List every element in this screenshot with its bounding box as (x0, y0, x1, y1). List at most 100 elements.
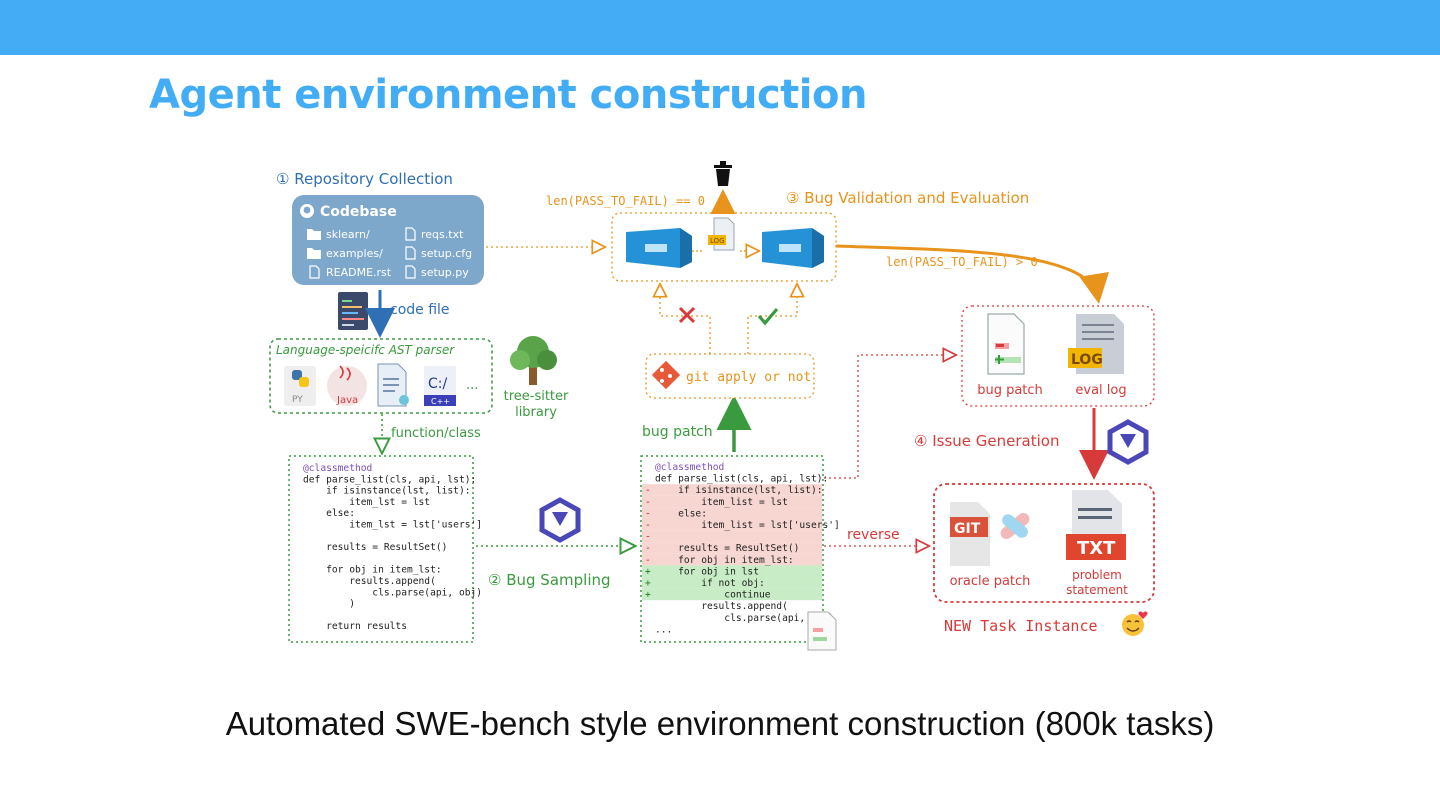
c-badge: C:/ (428, 376, 447, 392)
patch-to-outputs-arrow (824, 355, 955, 479)
code-line: cls.parse(api, obj) (655, 613, 834, 624)
tree-sitter-label: tree-sitter (504, 389, 569, 404)
diff-marker (645, 613, 651, 624)
git-apply-box (645, 353, 815, 399)
codebase-title: Codebase (320, 204, 397, 220)
diff-marker: - (645, 497, 651, 508)
eval-log-icon: LOG (1068, 314, 1124, 374)
step3-label: ③ Bug Validation and Evaluation (786, 189, 1029, 207)
diff-marker: + (645, 578, 651, 589)
github-icon (300, 204, 314, 218)
diff-marker (645, 624, 651, 635)
pass-condition: len(PASS_TO_FAIL) > 0 (886, 255, 1038, 269)
ast-parser-box (269, 338, 493, 414)
code-line: if not obj: (655, 578, 765, 589)
deleted-line-highlight (642, 530, 822, 543)
original-code-box (288, 455, 474, 643)
step4-label: ④ Issue Generation (914, 432, 1059, 450)
code-line: item_list = lst['users'] (655, 520, 840, 531)
tree-sitter-label: library (515, 405, 557, 420)
cross-icon (678, 306, 696, 324)
txt-badge: TXT (1077, 538, 1116, 559)
diff-marker: + (645, 566, 651, 577)
code-line: results.append( (303, 576, 436, 587)
llm-logo-icon (539, 497, 581, 543)
slide-title: Agent environment construction (149, 72, 867, 118)
file-icon (309, 227, 416, 279)
code-line: ... (655, 624, 672, 635)
check-icon (757, 307, 779, 326)
git-apply-label: git apply or not (686, 370, 811, 385)
code-line: return results (303, 621, 407, 632)
new-task-label: NEW Task Instance (944, 617, 1098, 635)
more-langs: ... (466, 378, 478, 393)
added-line-highlight (642, 577, 822, 589)
code-line: @classmethod (655, 462, 724, 473)
code-line: item_list = lst (655, 497, 788, 508)
java-badge: Java (336, 395, 358, 406)
oracle-patch-label: oracle patch (950, 574, 1031, 589)
code-line: for obj in lst (655, 566, 759, 577)
problem-statement-label: problem (1072, 568, 1122, 582)
diff-code: @classmethod def parse_list(cls, api, ls… (642, 462, 840, 635)
llm-logo-icon (1107, 419, 1149, 465)
code-line: @classmethod (303, 463, 372, 474)
code-file-icon (338, 292, 368, 330)
java-icon: Java (327, 365, 367, 406)
diff-marker (645, 462, 651, 473)
deleted-line-highlight (642, 553, 822, 566)
git-badge: GIT (954, 521, 981, 537)
fail-condition: len(PASS_TO_FAIL) == 0 (546, 194, 705, 208)
diff-marker: - (645, 520, 651, 531)
code-line: else: (655, 508, 707, 519)
step2-label: ② Bug Sampling (488, 571, 611, 589)
code-line: cls.parse(api, obj) (303, 587, 482, 598)
diff-marker (645, 474, 651, 485)
tree-icon (510, 336, 557, 385)
log-big-badge: LOG (1071, 352, 1103, 368)
step1-label: ① Repository Collection (276, 170, 453, 188)
slide-caption: Automated SWE-bench style environment co… (225, 705, 1215, 742)
diff-marker: - (645, 508, 651, 519)
codebase-item: setup.py (421, 266, 469, 279)
cpp-badge: C++ (431, 397, 450, 406)
cpp-icon: C:/ C++ (424, 366, 456, 406)
deleted-line-highlight (642, 542, 822, 554)
code-line: ) (303, 599, 355, 610)
oracle-patch-icon: GIT (950, 502, 1030, 566)
problem-statement-icon: TXT (1066, 490, 1126, 560)
code-line: def parse_list(cls, api, lst): (303, 474, 476, 485)
codebase-item: reqs.txt (421, 228, 464, 241)
folder-icon (307, 229, 321, 259)
bug-patch-label: bug patch (642, 424, 713, 440)
code-line: item_lst = lst['users'] (303, 520, 482, 531)
diff-marker: - (645, 532, 651, 543)
docker-container-icon (762, 228, 824, 268)
top-banner (0, 0, 1440, 55)
problem-statement-label: statement (1066, 583, 1128, 597)
trash-icon (714, 161, 732, 186)
code-line: results = ResultSet() (655, 543, 799, 554)
pass-branch-line (747, 285, 797, 354)
diff-marker (645, 601, 651, 612)
bug-patch-output-label: bug patch (977, 383, 1043, 398)
eval-log-output-label: eval log (1075, 383, 1126, 398)
diff-marker: - (645, 485, 651, 496)
patch-file-icon (807, 611, 837, 651)
codebase-item: sklearn/ (326, 228, 370, 241)
code-file-label: code file (390, 302, 450, 318)
code-line: if isinstance(lst, list): (303, 486, 471, 497)
code-line: for obj in item_lst: (303, 565, 442, 576)
diff-marker: - (645, 543, 651, 554)
code-line: item_lst = lst (303, 497, 430, 508)
log-file-icon: LOG (708, 217, 735, 251)
code-line: def parse_list(cls, api, lst): (655, 474, 828, 485)
code-line: for obj in item_lst: (655, 555, 794, 566)
diff-marker: - (645, 555, 651, 566)
pass-arrow (835, 244, 1109, 304)
deleted-line-highlight (642, 484, 822, 496)
code-line: results.append( (655, 601, 788, 612)
code-line: continue (655, 590, 771, 601)
diff-marker: + (645, 590, 651, 601)
